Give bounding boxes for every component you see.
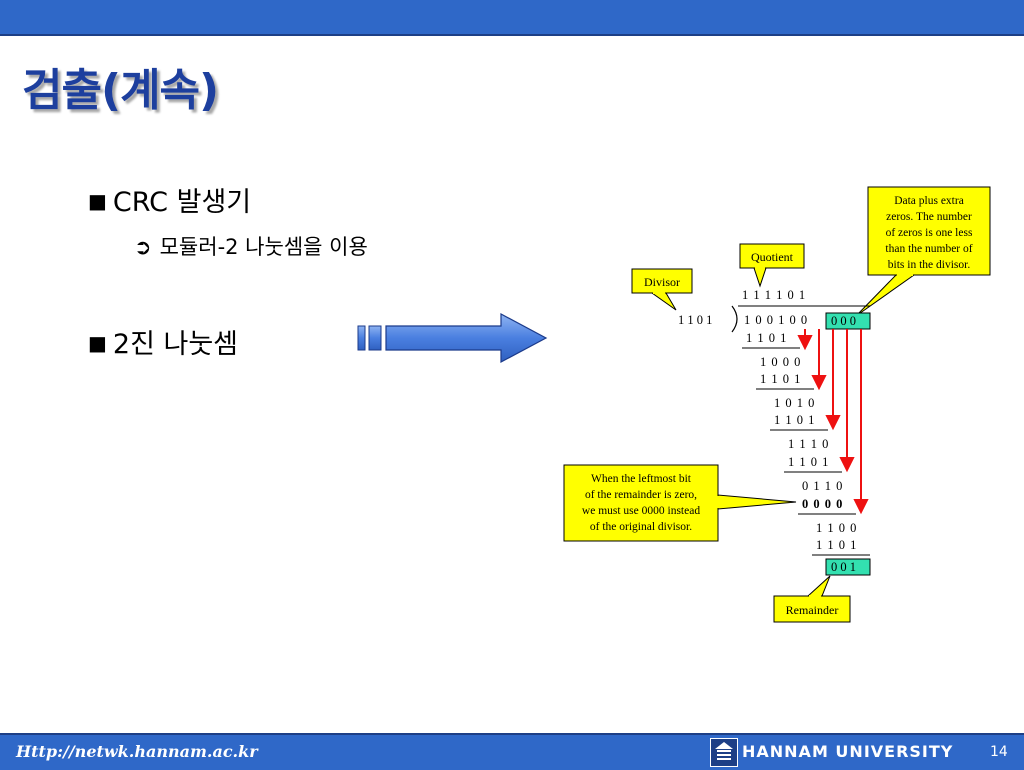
callout-extra-zeros-line: of zeros is one less <box>886 227 973 239</box>
footer-url[interactable]: Http://netwk.hannam.ac.kr <box>16 742 258 761</box>
callout-leftmost-bit: When the leftmost bit of the remainder i… <box>563 464 797 542</box>
step-remainder: 1 1 1 0 <box>788 437 829 451</box>
sub-bullet-modulo2: ➲ 모듈러-2 나눗셈을 이용 <box>134 231 368 261</box>
step-zero-divisor: 0 0 0 0 <box>802 497 843 511</box>
square-bullet-icon: ■ <box>88 189 107 213</box>
arrow-bullet-icon: ➲ <box>134 235 152 259</box>
slide-title: 검출(계속) <box>22 65 219 116</box>
footer-bar: Http://netwk.hannam.ac.kr HANNAM UNIVERS… <box>0 733 1024 770</box>
footer-university: HANNAM UNIVERSITY <box>742 742 954 761</box>
callout-leftmost-line: of the remainder is zero, <box>585 489 697 501</box>
bring-down-arrows <box>797 329 869 515</box>
step-remainder: 0 1 1 0 <box>802 479 843 493</box>
page-number: 14 <box>990 744 1008 760</box>
callout-divisor-label: Divisor <box>644 275 680 289</box>
callout-remainder: Remainder <box>773 575 851 623</box>
sub-bullet-text: 모듈러-2 나눗셈을 이용 <box>159 235 368 259</box>
bullet-crc-generator: ■CRC 발생기 <box>88 180 251 219</box>
step-remainder: 1 1 0 0 <box>816 521 857 535</box>
dividend-digits: 1 0 0 1 0 0 <box>744 313 808 327</box>
crc-division-diagram: Data plus extra zeros. The number of zer… <box>563 186 991 623</box>
callout-leftmost-line: we must use 0000 instead <box>582 505 700 517</box>
callout-extra-zeros-line: bits in the divisor. <box>888 259 971 271</box>
callout-leftmost-line: When the leftmost bit <box>591 473 692 485</box>
callout-extra-zeros: Data plus extra zeros. The number of zer… <box>855 186 991 317</box>
quotient-digits: 1 1 1 1 0 1 <box>742 288 806 302</box>
remainder-digits: 0 0 1 <box>831 560 856 574</box>
square-bullet-icon: ■ <box>88 331 107 355</box>
callout-divisor: Divisor <box>631 268 693 311</box>
bullet-text: 2진 나눗셈 <box>112 329 239 360</box>
step-subtrahend: 1 1 0 1 <box>816 538 857 552</box>
divisor-digits: 1 1 0 1 <box>678 313 712 327</box>
callout-leftmost-line: of the original divisor. <box>590 521 692 533</box>
step-subtrahend: 1 1 0 1 <box>774 413 815 427</box>
division-bracket <box>731 305 738 333</box>
step-remainder: 1 0 0 0 <box>760 355 801 369</box>
step-subtrahend: 1 1 0 1 <box>760 372 801 386</box>
bullet-binary-division: ■2진 나눗셈 <box>88 322 238 361</box>
callout-extra-zeros-line: zeros. The number <box>886 211 972 223</box>
right-arrow-icon <box>357 313 548 363</box>
callout-remainder-label: Remainder <box>786 603 839 617</box>
callout-extra-zeros-line: Data plus extra <box>894 195 964 207</box>
bullet-text: CRC 발생기 <box>112 187 252 218</box>
top-bar <box>0 0 1024 36</box>
extra-zero-digits: 0 0 0 <box>831 314 856 328</box>
callout-quotient-label: Quotient <box>751 250 794 264</box>
remainder-highlight <box>825 558 871 576</box>
callout-extra-zeros-line: than the number of <box>885 243 972 255</box>
university-logo-icon <box>710 738 738 767</box>
step-remainder: 1 0 1 0 <box>774 396 815 410</box>
step-subtrahend: 1 1 0 1 <box>746 331 787 345</box>
callout-quotient: Quotient <box>739 243 805 288</box>
step-subtrahend: 1 1 0 1 <box>788 455 829 469</box>
